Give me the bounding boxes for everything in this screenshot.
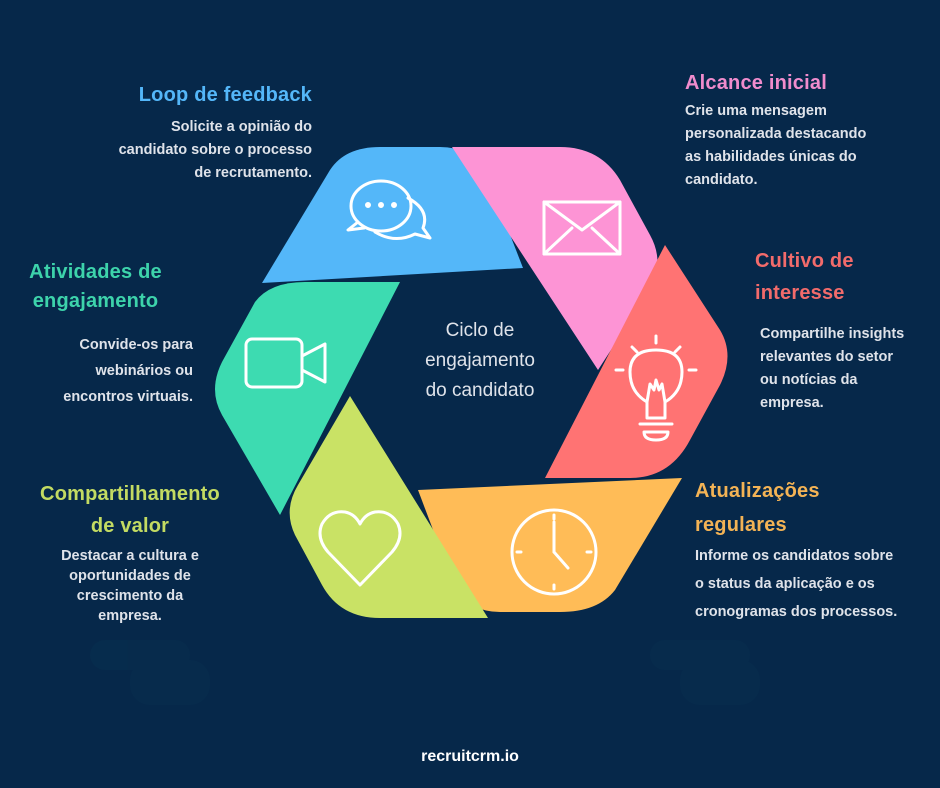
center-title-line: Ciclo de [445, 320, 515, 341]
segment-loop-feedback [262, 147, 523, 283]
segment-title-line: Atividades de [29, 261, 162, 283]
segment-title: Alcance inicial [685, 68, 925, 98]
description-line: as habilidades únicas do [685, 149, 857, 165]
description-line: candidato sobre o processo [118, 142, 312, 158]
segment-title-line: Cultivo de [755, 250, 854, 272]
clock-icon [510, 508, 598, 596]
background-decoration [90, 640, 760, 705]
segment-title: Atualizações regulares [695, 474, 935, 542]
label-compartilhamento-valor: Compartilhamento de valor Destacar a cul… [20, 478, 240, 626]
video-camera-icon [244, 337, 327, 389]
center-title-line: engajamento [425, 350, 535, 371]
description-line: Compartilhe insights [760, 326, 905, 342]
segment-title-line: Loop de feedback [138, 84, 312, 106]
segment-title: Cultivo de interesse [755, 245, 935, 309]
segment-atualizacoes-regulares [418, 478, 682, 612]
envelope-icon [542, 200, 622, 256]
lightbulb-icon [614, 334, 698, 442]
segment-title-line: Compartilhamento [40, 483, 220, 505]
label-cultivo-interesse: Cultivo de interesse Compartilhe insight… [755, 245, 935, 415]
segment-description: Informe os candidatos sobre o status da … [695, 542, 935, 626]
segment-title: Compartilhamento de valor [20, 478, 240, 542]
segment-description: Crie uma mensagem personalizada destacan… [685, 100, 925, 192]
segment-title-line: interesse [755, 282, 845, 304]
description-line: Solicite a opinião do [171, 119, 312, 135]
segment-title-line: engajamento [32, 290, 159, 312]
segment-title: Atividades de engajamento [18, 258, 173, 316]
heart-icon [318, 510, 402, 587]
description-line: Crie uma mensagem [685, 103, 827, 119]
segment-title: Loop de feedback [52, 80, 312, 110]
description-line: empresa. [98, 608, 162, 624]
chat-bubbles-icon [346, 179, 432, 240]
description-line: de recrutamento. [194, 165, 312, 181]
description-line: crescimento da [76, 588, 184, 604]
center-title-line: do candidato [425, 380, 535, 401]
label-atualizacoes-regulares: Atualizações regulares Informe os candid… [695, 474, 935, 626]
segment-description: Compartilhe insights relevantes do setor… [760, 323, 935, 415]
center-title: Ciclo de engajamento do candidato [380, 316, 580, 406]
segment-description: Destacar a cultura e oportunidades de cr… [20, 546, 240, 626]
description-line: Informe os candidatos sobre [695, 548, 894, 564]
segment-title-line: Atualizações [695, 480, 820, 502]
description-line: empresa. [760, 395, 824, 411]
description-line: relevantes do setor [760, 349, 893, 365]
segment-title-line: Alcance inicial [685, 72, 827, 94]
description-line: Destacar a cultura e [61, 548, 199, 564]
description-line: oportunidades de [69, 568, 191, 584]
description-line: candidato. [685, 172, 758, 188]
description-line: cronogramas dos processos. [695, 604, 898, 620]
segment-description: Solicite a opinião do candidato sobre o … [52, 116, 312, 185]
brand-footer: recruitcrm.io [421, 748, 519, 765]
segment-title-line: regulares [695, 514, 787, 536]
label-alcance-inicial: Alcance inicial Crie uma mensagem person… [685, 68, 925, 192]
description-line: Convide-os para [79, 337, 193, 353]
description-line: encontros virtuais. [63, 389, 193, 405]
description-line: personalizada destacando [685, 126, 867, 142]
description-line: webinários ou [95, 363, 194, 379]
description-line: o status da aplicação e os [695, 576, 875, 592]
segment-title-line: de valor [90, 515, 170, 537]
segment-description: Convide-os para webinários ou encontros … [18, 332, 193, 410]
label-atividades-engajamento: Atividades de engajamento Convide-os par… [18, 258, 193, 410]
segment-cultivo-interesse [545, 245, 728, 478]
label-loop-feedback: Loop de feedback Solicite a opinião do c… [52, 80, 312, 185]
description-line: ou notícias da [760, 372, 858, 388]
